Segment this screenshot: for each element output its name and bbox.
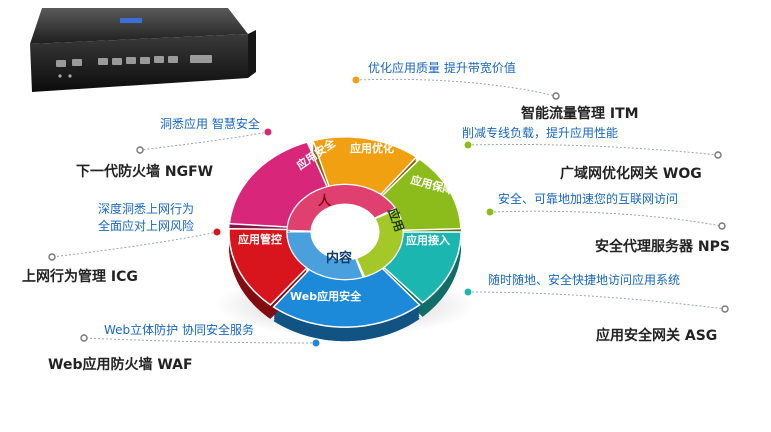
- callout-nps-product: 安全代理服务器 NPS: [595, 238, 730, 255]
- segment-label-web-app-security: Web应用安全: [290, 289, 362, 303]
- callout-itm-desc: 优化应用质量 提升带宽价值: [368, 60, 516, 75]
- callout-icg-desc-line2: 全面应对上网风险: [98, 218, 194, 233]
- segment-label-app-optimize: 应用优化: [350, 141, 394, 155]
- appliance-image: [30, 8, 256, 92]
- callout-asg-product: 应用安全网关 ASG: [596, 327, 717, 344]
- segment-label-app-access: 应用接入: [406, 233, 450, 247]
- callout-itm-product: 智能流量管理 ITM: [520, 105, 639, 122]
- appliance-logo: [120, 18, 142, 23]
- callout-waf-desc: Web立体防护 协同安全服务: [104, 322, 254, 337]
- segment-label-app-control: 应用管控: [238, 232, 282, 246]
- callout-lines: [51, 78, 726, 344]
- callout-wog-product: 广域网优化网关 WOG: [560, 165, 702, 182]
- callout-waf-product: Web应用防火墙 WAF: [48, 356, 193, 373]
- inner-label-person: 人: [318, 193, 332, 209]
- callout-ngfw-desc: 洞悉应用 智慧安全: [160, 116, 260, 131]
- wheel-center-hole: [311, 204, 379, 260]
- callout-nps-desc: 安全、可靠地加速您的互联网访问: [498, 191, 678, 206]
- callout-dots: [48, 76, 729, 347]
- callout-wog-desc: 削减专线负载，提升应用性能: [462, 125, 618, 140]
- inner-label-content: 内容: [326, 250, 352, 266]
- callout-icg-desc-line1: 深度洞悉上网行为: [98, 201, 194, 216]
- callout-asg-desc: 随时随地、安全快捷地访问应用系统: [488, 272, 680, 287]
- callout-ngfw-product: 下一代防火墙 NGFW: [76, 163, 213, 180]
- callout-icg-product: 上网行为管理 ICG: [22, 268, 138, 285]
- solution-wheel: [228, 136, 462, 342]
